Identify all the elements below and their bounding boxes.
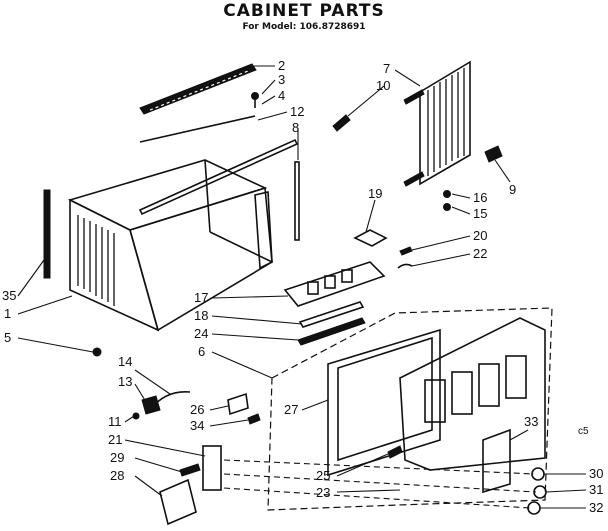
callout-35: 35 xyxy=(2,288,16,303)
callout-11: 11 xyxy=(108,414,122,429)
part-18-strip xyxy=(298,301,365,328)
callout-33: 33 xyxy=(524,414,538,429)
part-27-filter xyxy=(327,328,441,477)
callout-3: 3 xyxy=(278,72,285,87)
callout-6: 6 xyxy=(198,344,205,359)
part-11-screw xyxy=(132,412,140,420)
callout-12: 12 xyxy=(290,104,304,119)
part-12-rail xyxy=(138,138,299,216)
callout-18: 18 xyxy=(194,308,208,323)
part-24-strip xyxy=(297,317,366,346)
callout-19: 19 xyxy=(368,186,382,201)
diagram-title: CABINET PARTS xyxy=(223,1,385,21)
diagram-subtitle: For Model: 106.8728691 xyxy=(242,22,366,32)
callout-5: 5 xyxy=(4,330,11,345)
part-2-top-rail xyxy=(139,63,257,115)
callout-29: 29 xyxy=(110,450,124,465)
callout-30: 30 xyxy=(589,466,603,481)
callout-32: 32 xyxy=(589,500,603,515)
callout-24: 24 xyxy=(194,326,208,341)
part-26-cover xyxy=(227,392,249,416)
part-16-screw xyxy=(443,190,451,198)
part-34-clip xyxy=(247,413,261,425)
part-5-screw xyxy=(92,347,102,357)
part-28-bracket xyxy=(159,478,197,526)
part-9-knob xyxy=(484,145,503,163)
callout-23: 23 xyxy=(316,485,330,500)
part-32-knob xyxy=(527,501,541,515)
callout-8: 8 xyxy=(292,120,299,135)
callout-1: 1 xyxy=(4,306,11,321)
callout-4: 4 xyxy=(278,88,285,103)
callout-7: 7 xyxy=(383,61,390,76)
callout-26: 26 xyxy=(190,402,204,417)
part-17-louver-housing xyxy=(283,261,386,307)
callout-9: 9 xyxy=(509,182,516,197)
part-33-front-panel xyxy=(399,317,546,494)
callout-21: 21 xyxy=(108,432,122,447)
callout-2: 2 xyxy=(278,58,285,73)
part-10-pin xyxy=(332,114,351,132)
callout-34: 34 xyxy=(190,418,204,433)
part-15-screw xyxy=(443,203,451,211)
callout-16: 16 xyxy=(473,190,487,205)
corner-code: c5 xyxy=(578,426,589,437)
callout-31: 31 xyxy=(589,482,603,497)
callout-22: 22 xyxy=(473,246,487,261)
part-35-side-strip xyxy=(43,189,51,279)
part-1-cabinet xyxy=(67,159,273,332)
callout-20: 20 xyxy=(473,228,487,243)
callout-labels: 2 3 4 12 8 7 10 9 16 15 19 20 22 35 1 5 … xyxy=(2,58,603,515)
part-25-pin xyxy=(387,445,403,459)
part-19-bracket xyxy=(353,229,388,247)
part-29-screw xyxy=(179,463,201,477)
callout-14: 14 xyxy=(118,354,132,369)
part-6-front-panel-outline xyxy=(267,307,553,511)
part-8-strip xyxy=(294,161,300,241)
callout-17: 17 xyxy=(194,290,208,305)
callout-13: 13 xyxy=(118,374,132,389)
part-20-clip xyxy=(399,246,413,256)
part-3-screw xyxy=(251,92,259,108)
part-7-rear-grille xyxy=(403,60,471,187)
callout-10: 10 xyxy=(376,78,390,93)
callout-28: 28 xyxy=(110,468,124,483)
leader-lines xyxy=(17,65,587,509)
part-13-plug xyxy=(141,395,161,415)
part-22-clip xyxy=(397,263,413,269)
callout-15: 15 xyxy=(473,206,487,221)
callout-27: 27 xyxy=(284,402,298,417)
callout-25: 25 xyxy=(316,468,330,483)
part-21-switch-plate xyxy=(202,445,222,491)
part-4-rod xyxy=(139,115,256,143)
